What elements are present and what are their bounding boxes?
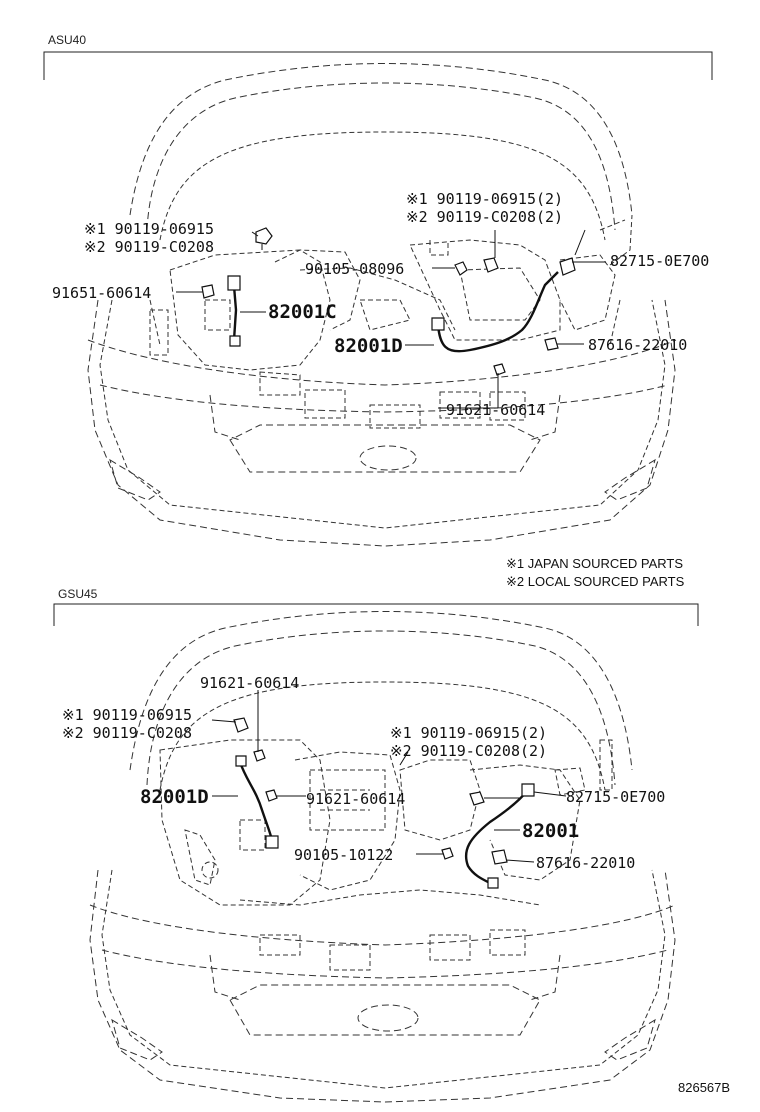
label-r2: ※2 90119-C0208(2)	[390, 742, 547, 760]
labels: ※1 90119-06915 ※2 90119-C0208 91651-6061…	[52, 190, 709, 419]
label-l1a: ※1 90119-06915	[84, 220, 214, 238]
label-r4: 82001	[522, 820, 579, 842]
leader-lines	[211, 690, 567, 863]
label-r1: ※1 90119-06915(2)	[406, 190, 563, 208]
label-r3: 82715-0E700	[610, 252, 709, 270]
sensor-82001	[464, 783, 535, 889]
parts	[233, 717, 535, 889]
label-r3: 82715-0E700	[566, 788, 665, 806]
bolt-90119-right	[469, 791, 485, 806]
section-bracket	[43, 51, 713, 80]
label-l3: 90105-08096	[305, 260, 404, 278]
notes: ※1 JAPAN SOURCED PARTS ※2 LOCAL SOURCED …	[506, 556, 685, 589]
leader-lines	[176, 229, 606, 409]
engine-bay	[149, 214, 633, 429]
label-t1: 91621-60614	[200, 674, 299, 692]
label-l5: 82001D	[334, 335, 403, 357]
bolt-90105-08096	[454, 261, 468, 276]
section-bracket	[53, 603, 699, 626]
bracket-82715	[559, 257, 576, 276]
figure-id: 826567B	[678, 1080, 730, 1095]
bolt-91651	[201, 284, 215, 299]
label-r4: 87616-22010	[588, 336, 687, 354]
bolt-90105-10122	[441, 847, 454, 860]
label-r1: ※1 90119-06915(2)	[390, 724, 547, 742]
bolt-91621	[493, 363, 506, 376]
bolt-91621-mid	[265, 789, 278, 802]
label-r5: 91621-60614	[446, 401, 545, 419]
label-l2: 91651-60614	[52, 284, 151, 302]
section-asu40: ASU40	[43, 33, 713, 547]
bolt-90119-right	[483, 257, 499, 273]
bolt-90119-left	[255, 227, 273, 250]
label-m1: 91621-60614	[306, 790, 405, 808]
engine-bay	[159, 739, 613, 971]
section-gsu45: GSU45	[53, 587, 699, 1103]
vehicle-outline	[89, 611, 676, 1103]
labels: 91621-60614 ※1 90119-06915 ※2 90119-C020…	[62, 674, 665, 872]
label-l1a: ※1 90119-06915	[62, 706, 192, 724]
section-title-gsu45: GSU45	[58, 587, 98, 601]
sensor-82001d	[235, 755, 279, 849]
label-m2: 90105-10122	[294, 846, 393, 864]
label-r5: 87616-22010	[536, 854, 635, 872]
sensor-82001d	[431, 271, 559, 353]
clamp-87616	[491, 849, 508, 865]
clamp-87616	[544, 337, 559, 351]
label-l4: 82001C	[268, 301, 337, 323]
note-japan-sourced: ※1 JAPAN SOURCED PARTS	[506, 556, 683, 571]
label-l4: 82001D	[140, 786, 209, 808]
label-l1b: ※2 90119-C0208	[62, 724, 192, 742]
label-l1b: ※2 90119-C0208	[84, 238, 214, 256]
sensor-82001c	[227, 275, 241, 347]
parts	[201, 227, 576, 376]
bolt-91621-top	[253, 749, 266, 762]
label-r2: ※2 90119-C0208(2)	[406, 208, 563, 226]
vehicle-outline	[87, 63, 677, 547]
bolt-90119-left	[233, 717, 249, 733]
section-title-asu40: ASU40	[48, 33, 86, 47]
note-local-sourced: ※2 LOCAL SOURCED PARTS	[506, 574, 685, 589]
